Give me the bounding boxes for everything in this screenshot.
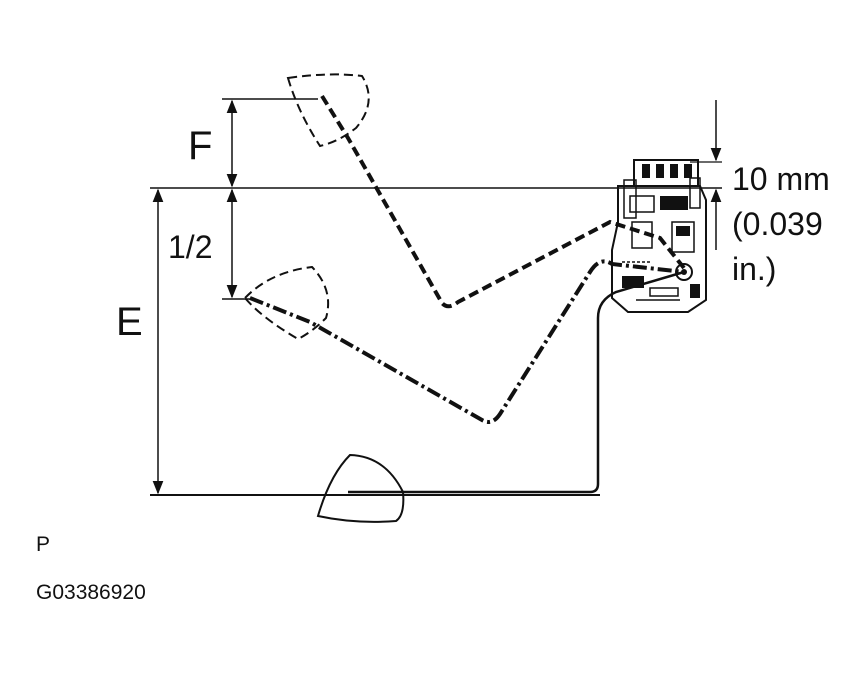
sender-connector [611,159,707,313]
figure-id: G03386920 [36,581,146,604]
p-label: P [36,533,50,556]
f-label: F [188,124,212,168]
lower-float [316,453,405,523]
e-label: E [116,300,143,344]
upper-float [286,73,370,148]
lower-float-arm [348,270,685,494]
dim-in-label-line2: in.) [732,251,776,287]
middle-float-arm [249,259,685,424]
upper-float-arm [320,94,686,309]
dim-in-label-line1: (0.039 [732,206,823,242]
half-label: 1/2 [168,229,212,265]
dim-mm-label: 10 mm [732,161,830,197]
middle-float [243,265,330,341]
